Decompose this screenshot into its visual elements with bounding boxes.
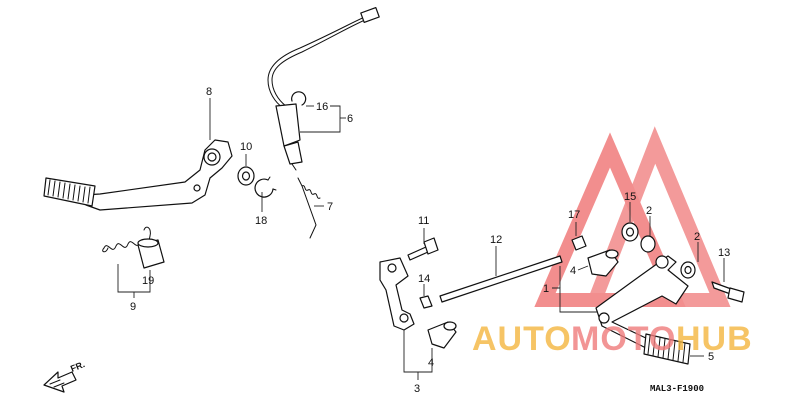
label-part-11: 11 xyxy=(418,215,429,227)
label-part-15: 15 xyxy=(624,191,636,203)
clip-16 xyxy=(291,91,307,106)
front-marker-text: FR. xyxy=(69,359,86,374)
gear-pedal-1 xyxy=(595,255,689,349)
nut-14 xyxy=(419,295,433,309)
washer-15 xyxy=(621,222,639,242)
spring-7 xyxy=(297,177,321,239)
washer-10 xyxy=(237,166,255,186)
label-part-3: 3 xyxy=(414,383,420,395)
bolt-11 xyxy=(407,237,439,261)
clip-18 xyxy=(254,176,277,198)
leader-lines xyxy=(117,98,725,380)
label-part-10: 10 xyxy=(240,141,252,153)
label-part-16: 16 xyxy=(316,101,328,113)
label-part-14: 14 xyxy=(418,273,430,285)
footrest-rubber-5 xyxy=(643,333,691,365)
watermark-moto: MOTO xyxy=(571,320,676,358)
label-part-18: 18 xyxy=(255,215,267,227)
shift-arm-3 xyxy=(379,257,415,331)
collar-2a xyxy=(640,235,656,253)
watermark-auto: AUTO xyxy=(472,320,572,358)
watermark-text: AUTO MOTO HUB xyxy=(472,320,753,358)
label-part-5: 5 xyxy=(708,351,714,363)
label-part-2a: 2 xyxy=(646,205,652,217)
brake-switch xyxy=(267,6,380,171)
label-part-6: 6 xyxy=(347,113,353,125)
label-part-7: 7 xyxy=(327,201,333,213)
label-part-2b: 2 xyxy=(694,231,700,243)
watermark-hub: HUB xyxy=(676,320,753,358)
label-part-1: 1 xyxy=(543,283,549,295)
label-part-8: 8 xyxy=(206,86,212,98)
rod-12 xyxy=(439,255,563,303)
label-part-4a: 4 xyxy=(570,265,576,277)
diagram-code: MAL3-F1900 xyxy=(650,384,704,394)
part-labels: 8 10 18 16 6 7 19 9 11 14 12 4 3 17 15 2… xyxy=(130,86,730,395)
label-part-9: 9 xyxy=(130,301,136,313)
label-part-12: 12 xyxy=(490,234,502,246)
brake-pedal xyxy=(43,139,233,211)
collar-2b xyxy=(680,261,696,279)
label-part-17: 17 xyxy=(568,209,580,221)
label-part-4b: 4 xyxy=(428,357,434,369)
collar-19 xyxy=(137,238,165,269)
nut-17 xyxy=(571,235,587,251)
front-direction-arrow: FR. xyxy=(43,359,86,393)
bolt-13 xyxy=(711,281,745,303)
label-part-19: 19 xyxy=(142,275,154,287)
joint-4b xyxy=(427,321,457,349)
label-part-13: 13 xyxy=(718,247,730,259)
joint-4a xyxy=(587,249,619,277)
